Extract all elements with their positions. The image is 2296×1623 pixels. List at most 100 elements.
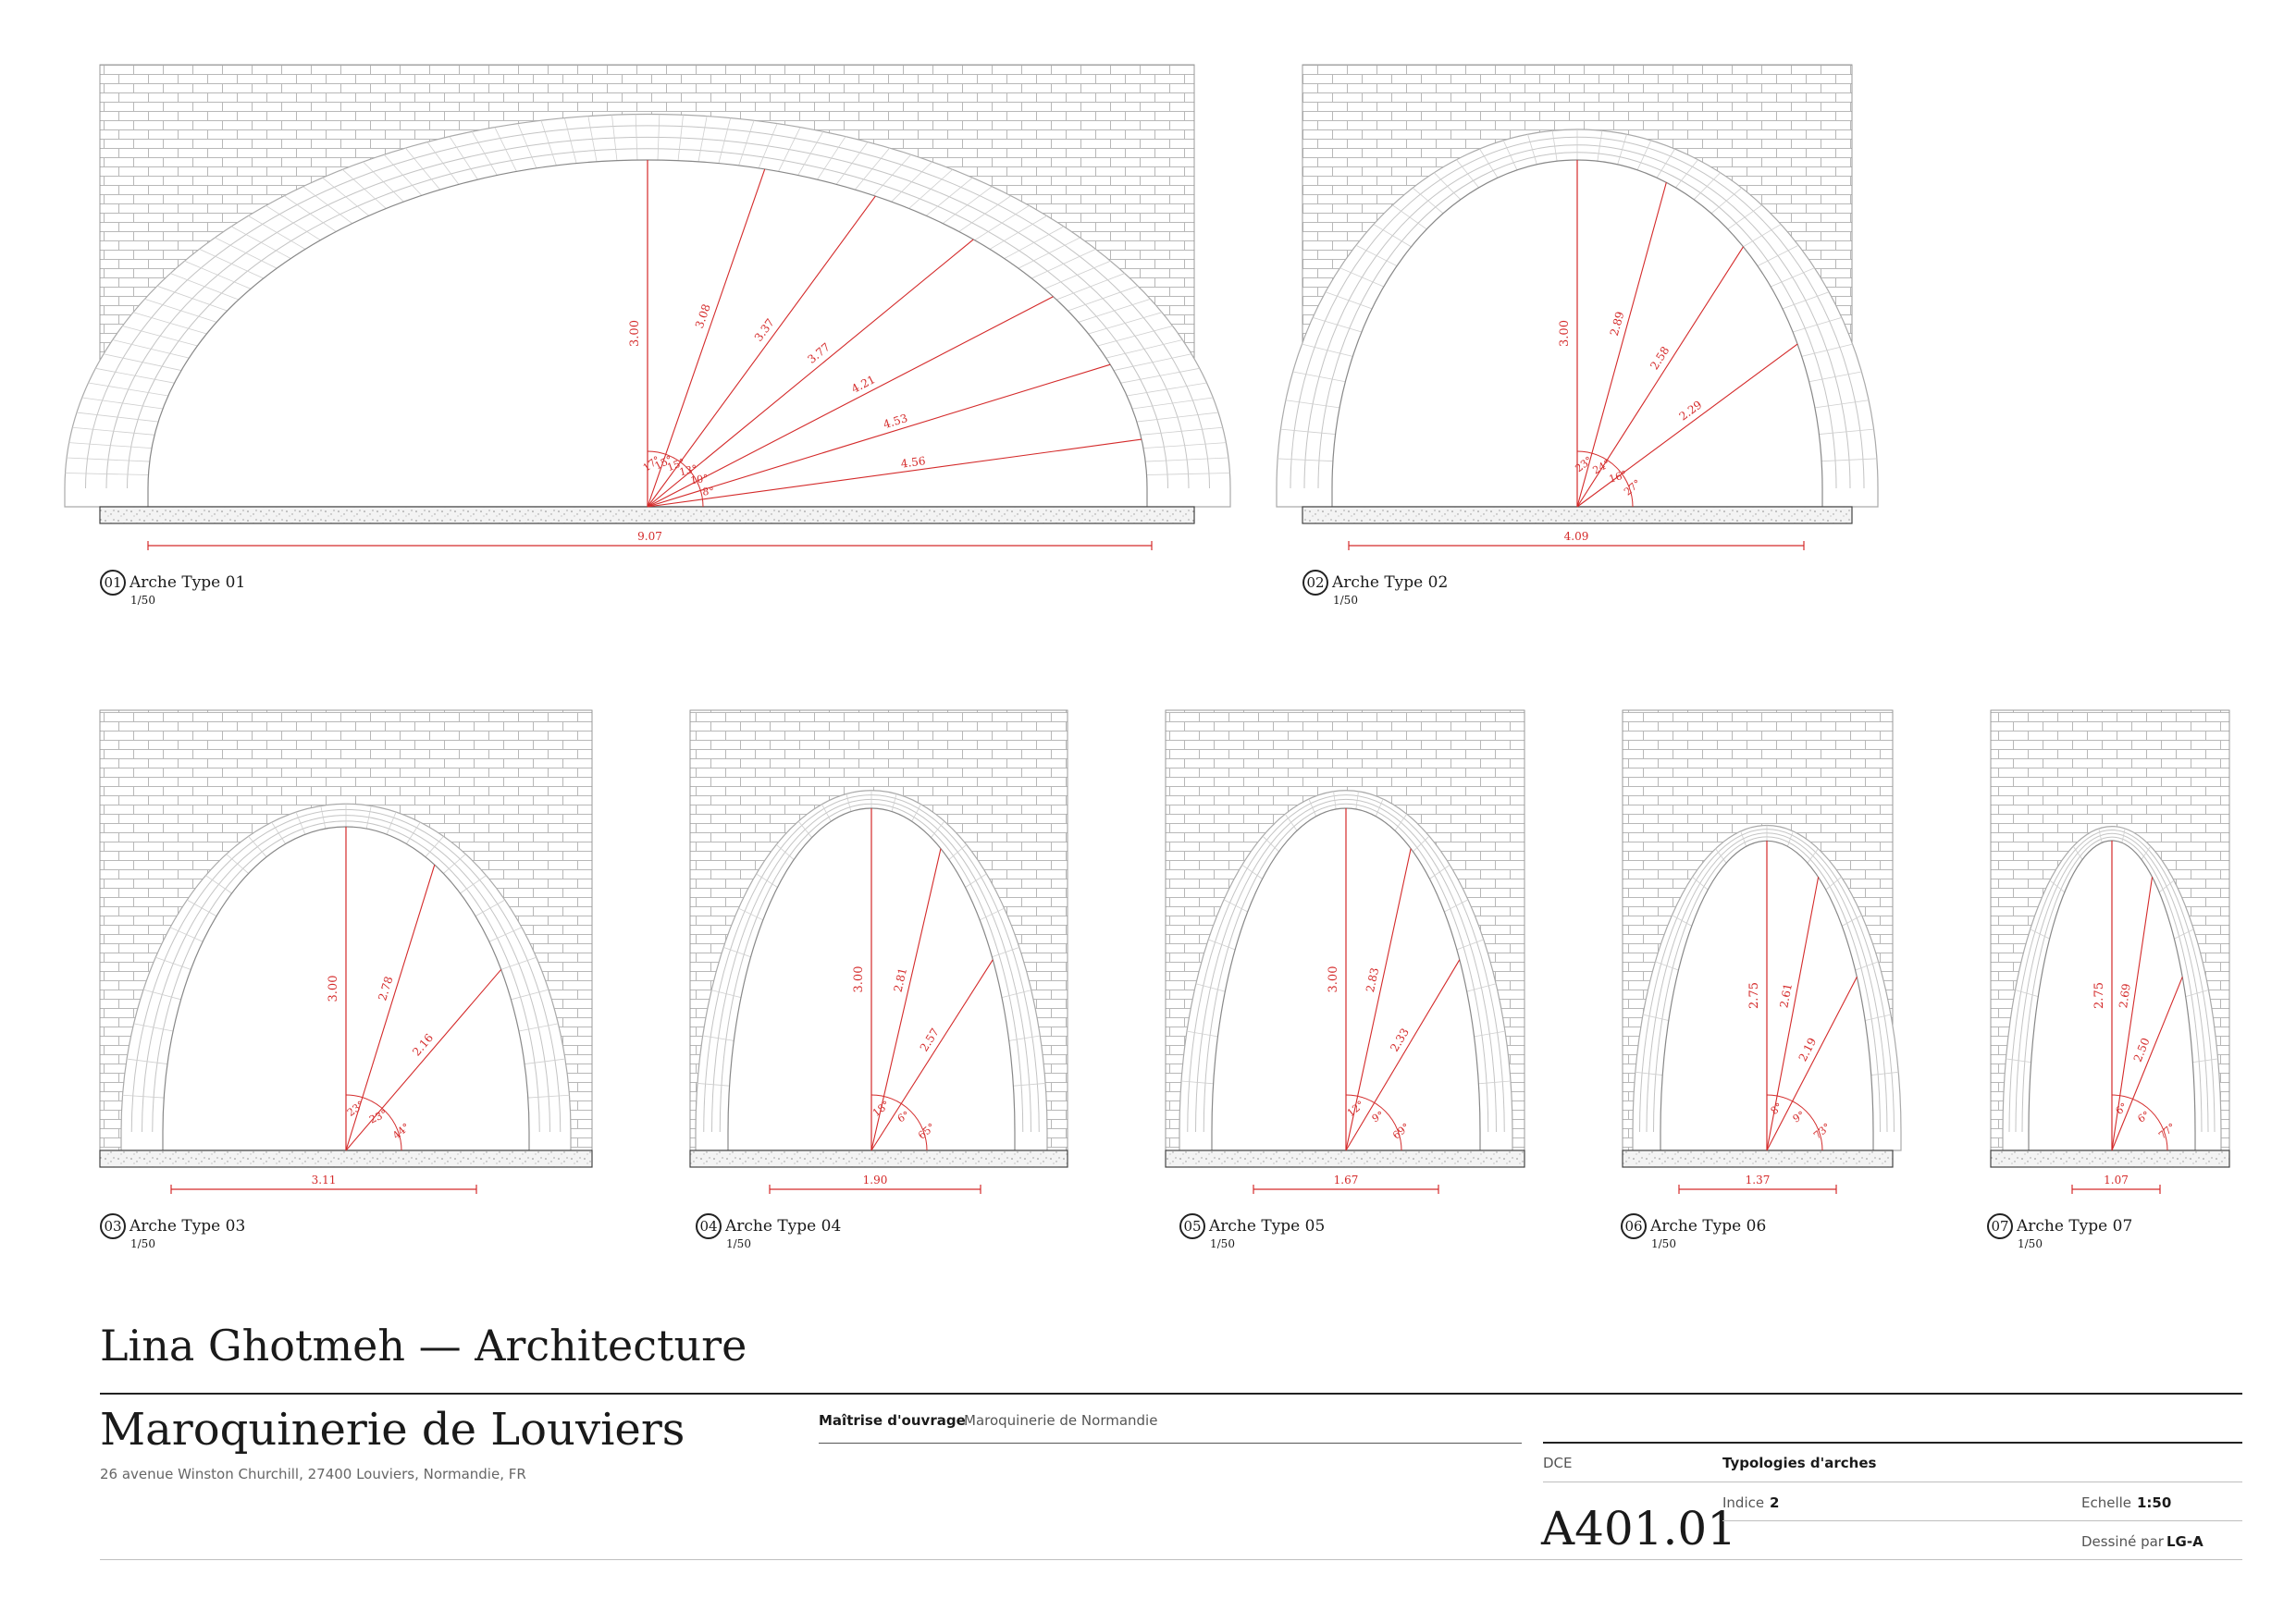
voussoir-joint [872, 154, 912, 196]
arch-title: Arche Type 06 [1650, 1217, 1767, 1236]
voussoir-joint [697, 1083, 730, 1087]
voussoir-joint [1444, 899, 1469, 913]
voussoir-joint [2174, 928, 2194, 940]
voussoir-joint [383, 154, 423, 196]
voussoir-joint [1617, 134, 1627, 165]
voussoir-joint [1787, 830, 1794, 847]
voussoir-joint [1241, 864, 1263, 879]
voussoir-joint [1710, 187, 1743, 215]
voussoir-joint [1127, 382, 1207, 397]
arch-type-06 [1622, 709, 1902, 1194]
voussoir-joint [1278, 458, 1333, 462]
ray-angle-label: 15° [666, 456, 687, 473]
ray-angle-label: 10° [689, 473, 709, 487]
arch-number-badge: 03 [100, 1213, 126, 1239]
arch-title: Arche Type 04 [725, 1217, 842, 1236]
voussoir-joint [1675, 159, 1698, 189]
voussoir-joint [1672, 915, 1692, 927]
voussoir-joint [1001, 990, 1031, 998]
voussoir-joint [230, 226, 291, 259]
span-dimension-label: 4.09 [1564, 530, 1589, 543]
height-dimension-label: 3.00 [1558, 320, 1572, 347]
firm-name: Lina Ghotmeh — Architecture [100, 1321, 747, 1371]
voussoir-joint [460, 875, 487, 894]
angle-arc [2111, 1094, 2168, 1151]
voussoir-joint [2015, 990, 2039, 997]
voussoir-joint [1527, 134, 1537, 165]
voussoir-joint [1373, 224, 1412, 248]
ray-angle-label: 6° [895, 1109, 911, 1125]
voussoir-joint [1308, 798, 1317, 817]
voussoir-joint [1375, 798, 1384, 817]
voussoir-course [1203, 803, 1489, 1133]
ray-line [647, 195, 876, 508]
ray-line [1766, 977, 1858, 1151]
voussoir-course [85, 125, 1210, 489]
voussoir-joint [979, 907, 1005, 921]
voussoir-course [1195, 798, 1497, 1133]
voussoir-joint [738, 907, 764, 921]
voussoir-joint [821, 804, 832, 822]
arch-number-badge: 01 [100, 570, 126, 596]
angle-arc [1766, 1094, 1823, 1151]
voussoir-joint [908, 169, 953, 209]
voussoir-joint [1740, 830, 1747, 847]
voussoir-joint [1105, 339, 1183, 359]
voussoir-joint [776, 844, 795, 860]
arch-number-badge: 07 [1987, 1213, 2013, 1239]
voussoir-joint [133, 1023, 174, 1032]
voussoir-joint [778, 127, 801, 172]
voussoir-joint [1870, 1071, 1899, 1076]
height-dimension-label: 2.75 [1747, 982, 1761, 1009]
voussoir-joint [1078, 298, 1151, 323]
voussoir-joint [989, 215, 1047, 250]
arch-type-05 [1165, 709, 1525, 1194]
voussoir-joint [942, 186, 993, 224]
voussoir-joint [248, 215, 306, 250]
sheet-number: A401.01 [1541, 1502, 1737, 1555]
voussoir-joint [2049, 879, 2066, 893]
arch-title: Arche Type 05 [1209, 1217, 1326, 1236]
voussoir-joint [1743, 224, 1782, 248]
voussoir-joint [1043, 260, 1111, 289]
voussoir-joint [1636, 140, 1652, 171]
ray-line [1576, 343, 1798, 508]
voussoir-joint [948, 844, 967, 860]
ground-slab [1622, 1150, 1894, 1168]
voussoir-joint [1145, 457, 1228, 462]
voussoir-joint [835, 141, 869, 185]
voussoir-joint [1088, 312, 1163, 335]
voussoir-course [105, 136, 1190, 489]
arch-number-badge: 02 [1302, 570, 1328, 596]
voussoir-joint [67, 457, 150, 462]
scale-value: 1:50 [2137, 1494, 2172, 1511]
voussoir-joint [1757, 244, 1799, 266]
voussoir-joint [1097, 326, 1173, 347]
arch-scale: 1/50 [130, 594, 155, 607]
voussoir-joint [1821, 458, 1877, 462]
arch-title: Arche Type 07 [2017, 1217, 2133, 1236]
arch-type-01 [64, 64, 1231, 550]
ray-length-label: 2.69 [2117, 983, 2133, 1009]
height-dimension-label: 2.75 [2092, 982, 2106, 1009]
voussoir-joint [911, 804, 921, 822]
voussoir-joint [738, 120, 755, 166]
ray-line [647, 296, 1054, 508]
voussoir-joint [1808, 371, 1862, 383]
voussoir-joint [186, 899, 217, 917]
voussoir-joint [958, 195, 1012, 232]
arch-scale: 1/50 [726, 1237, 751, 1250]
voussoir-joint [271, 821, 286, 844]
voussoir-joint [2121, 828, 2126, 843]
ray-line [2111, 877, 2154, 1151]
voussoir-joint [475, 899, 506, 917]
voussoir-joint [295, 811, 306, 835]
voussoir-joint [965, 873, 987, 888]
sheet-rule-2 [1722, 1520, 2242, 1521]
voussoir-joint [1782, 291, 1830, 310]
voussoir-course [2021, 836, 2203, 1133]
voussoir-joint [1842, 915, 1862, 927]
angle-arc [345, 1094, 402, 1151]
